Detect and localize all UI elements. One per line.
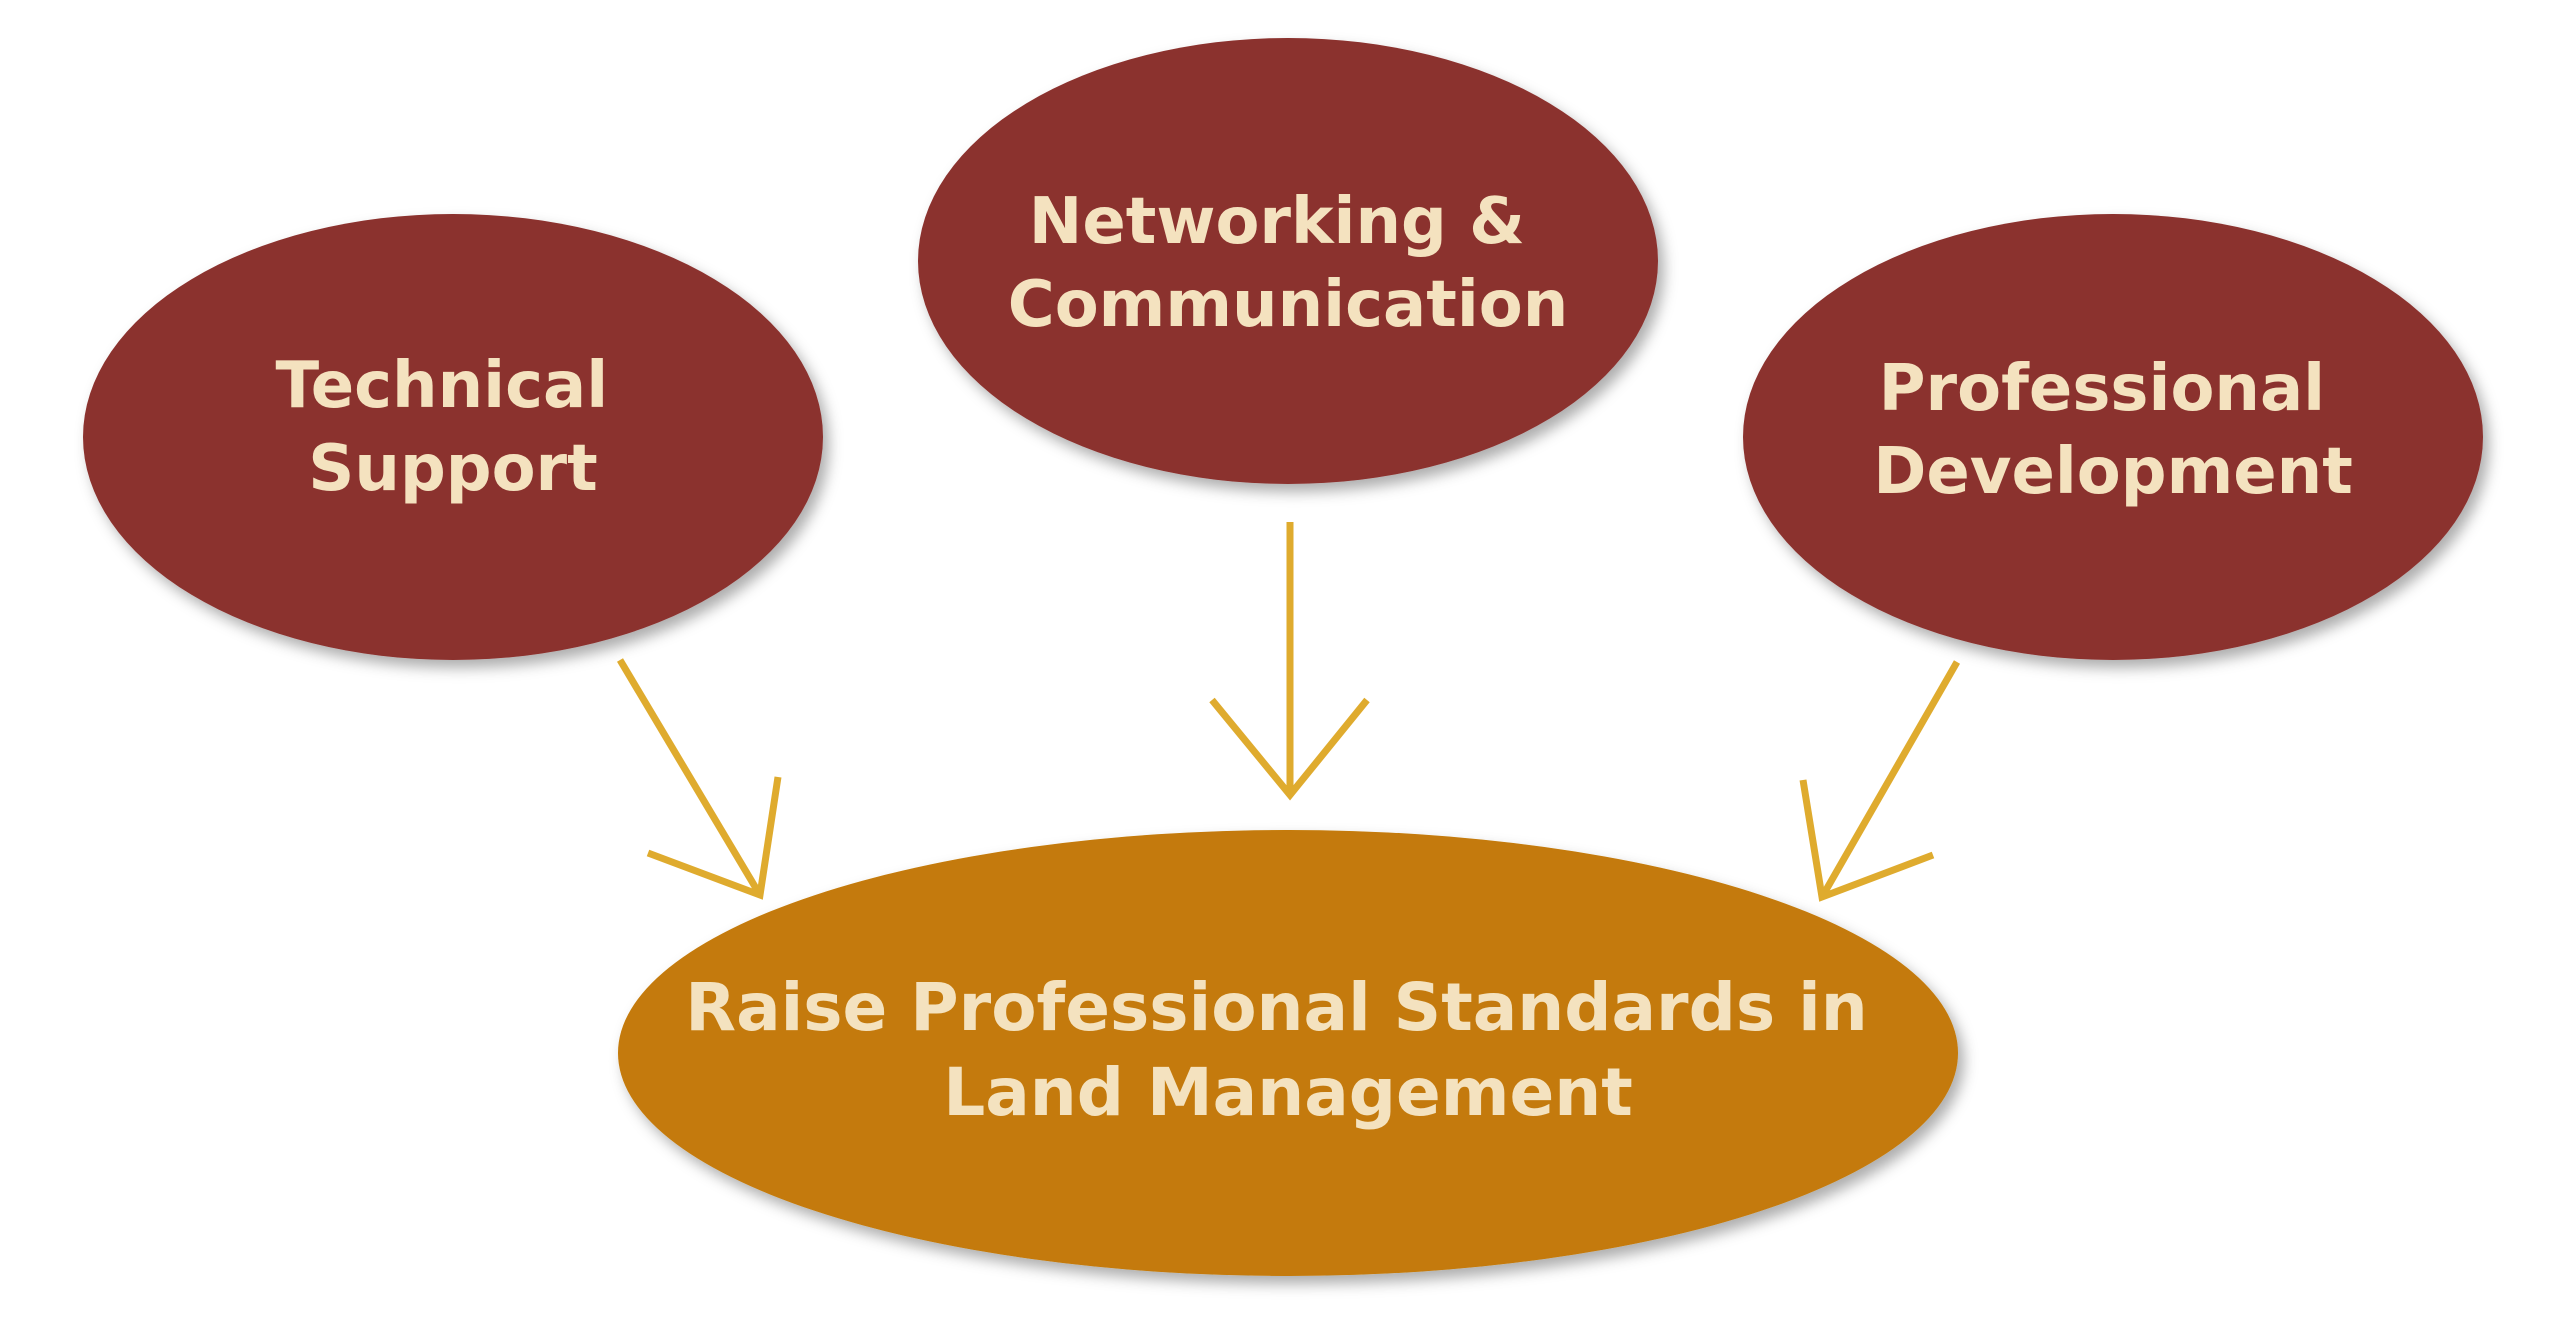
node-goal-line1: Raise Professional Standards in [685, 969, 1867, 1046]
arrow-professional-to-goal [1799, 660, 1961, 902]
node-professional-development-line1: Professional [1879, 352, 2325, 426]
node-goal-line2: Land Management [943, 1054, 1633, 1131]
node-technical-support-shape [83, 214, 823, 660]
node-goal-shape [618, 830, 1958, 1276]
connector-arrows [616, 522, 1961, 902]
node-networking-communication-line2: Communication [1008, 268, 1569, 342]
node-technical-support: Technical Support [83, 214, 823, 660]
node-professional-development-shape [1743, 214, 2483, 660]
node-professional-development-line2: Development [1873, 435, 2353, 509]
node-goal: Raise Professional Standards in Land Man… [618, 830, 1958, 1276]
node-professional-development-label: Professional Development [1873, 352, 2353, 509]
node-professional-development: Professional Development [1743, 214, 2483, 660]
node-networking-communication-shape [918, 38, 1658, 484]
node-technical-support-line1: Technical [276, 349, 609, 423]
node-technical-support-label: Technical Support [276, 349, 631, 506]
node-networking-communication-line1: Networking & [1029, 185, 1525, 259]
node-technical-support-line2: Support [308, 432, 597, 506]
arrow-technical-to-goal [616, 658, 782, 900]
arrow-networking-to-goal [1209, 522, 1370, 801]
node-networking-communication-label: Networking & Communication [1008, 185, 1569, 342]
node-networking-communication: Networking & Communication [918, 38, 1658, 484]
node-goal-label: Raise Professional Standards in Land Man… [685, 969, 1890, 1131]
